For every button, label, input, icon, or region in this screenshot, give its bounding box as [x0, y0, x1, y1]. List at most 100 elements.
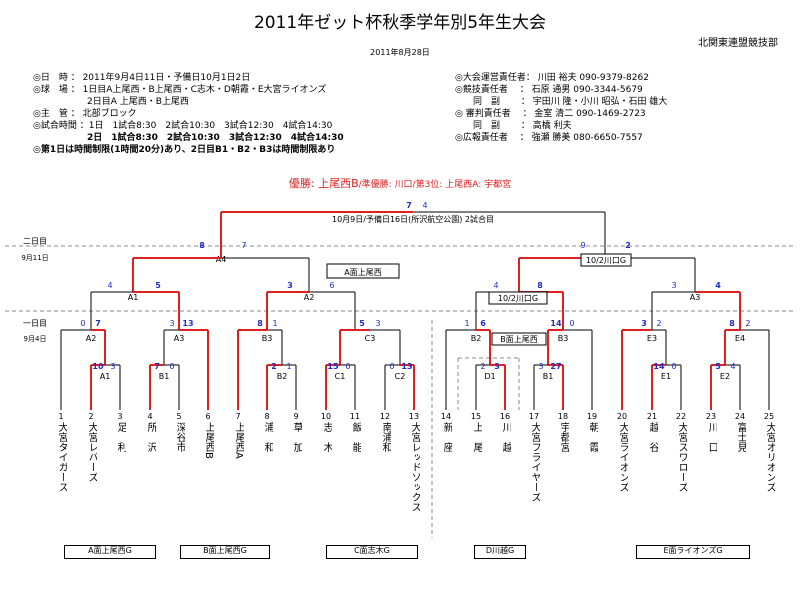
team-number: 11: [349, 412, 361, 421]
team-number: 24: [734, 412, 746, 421]
score-label: 3: [169, 319, 174, 328]
match-label: E2: [720, 372, 730, 381]
champion-main: 優勝: 上尾西B: [288, 177, 359, 190]
score-label: 7: [154, 362, 160, 371]
match-label: A3: [690, 293, 701, 302]
match-label: C1: [335, 372, 346, 381]
field-box: B面上尾西G: [180, 545, 270, 559]
field-box: A面上尾西G: [64, 545, 156, 559]
team-number: 4: [147, 412, 153, 421]
venue-box: [580, 253, 632, 267]
score-label: 9: [580, 241, 585, 250]
team-number: 12: [379, 412, 391, 421]
team-name: 大宮スワローズ: [676, 422, 688, 492]
match-label: A1: [100, 372, 111, 381]
match-label: B1: [159, 372, 170, 381]
team-name: 川 越: [500, 422, 512, 452]
team-number: 10: [320, 412, 332, 421]
score-label: 14: [653, 362, 665, 371]
venue-box: [488, 291, 548, 305]
team-number: 16: [499, 412, 511, 421]
score-label: 0: [345, 362, 350, 371]
match-label: A3: [174, 334, 185, 343]
score-label: 5: [359, 319, 365, 328]
score-label: 3: [641, 319, 647, 328]
day-date: 9月4日: [24, 335, 47, 343]
score-label: 6: [480, 319, 486, 328]
champion-line: 優勝: 上尾西B/準優勝: 川口/第3位: 上尾西A: 宇都宮: [0, 175, 800, 191]
team-number: 2: [88, 412, 94, 421]
match-label: A4: [216, 255, 227, 264]
team-number: 5: [176, 412, 182, 421]
score-label: 4: [422, 201, 427, 210]
match-label: B2: [471, 334, 482, 343]
team-name: 川 口: [706, 422, 718, 452]
info-line: 2日目A 上尾西・B上尾西: [33, 97, 189, 107]
team-name: 大宮レッドソックス: [409, 422, 421, 512]
score-label: 1: [272, 319, 277, 328]
score-label: 2: [656, 319, 661, 328]
team-number: 20: [616, 412, 628, 421]
day-label: 一日目: [23, 319, 47, 328]
venue-box: [491, 332, 547, 346]
match-label: B3: [558, 334, 569, 343]
team-number: 1: [58, 412, 64, 421]
match-label: A2: [86, 334, 97, 343]
match-label: B1: [543, 372, 554, 381]
score-label: 0: [80, 319, 85, 328]
info-line: ◎広報責任者 ： 強瀬 勝美 080-6650-7557: [455, 133, 643, 143]
score-label: 14: [550, 319, 562, 328]
score-label: 3: [538, 362, 543, 371]
team-name: 大宮ライオンズ: [617, 422, 629, 492]
venue-box-label: B面上尾西: [500, 335, 538, 344]
score-label: 4: [730, 362, 735, 371]
team-name: 上 尾: [471, 422, 483, 452]
event-info-left: ◎日 時 ： 2011年9月4日11日・予備日10月1日2日 ◎球 場 ： 1日…: [33, 72, 344, 156]
score-label: 3: [671, 281, 676, 290]
score-label: 13: [401, 362, 412, 371]
team-name: 宇都宮: [558, 422, 570, 452]
score-label: 4: [715, 281, 721, 290]
score-label: 3: [110, 362, 115, 371]
team-name: 朝 霞: [587, 422, 599, 452]
team-name: 大宮オリオンズ: [764, 422, 776, 492]
score-label: 10: [92, 362, 104, 371]
team-name: 越 谷: [647, 422, 659, 452]
team-name: 志 木: [321, 422, 333, 452]
score-label: 1: [464, 319, 469, 328]
venue-box-label: 10/2川口G: [498, 294, 538, 303]
team-name: 浦 和: [262, 422, 274, 452]
score-label: 7: [95, 319, 101, 328]
score-label: 8: [537, 281, 543, 290]
team-number: 15: [470, 412, 482, 421]
team-name: 上尾西B: [203, 422, 215, 459]
info-line: ◎試合時間 ：1日 1試合8:30 2試合10:30 3試合12:30 4試合1…: [33, 121, 333, 131]
match-label: C2: [395, 372, 406, 381]
info-line: 2日 1試合8:30 2試合10:30 3試合12:30 4試合14:30: [33, 133, 344, 143]
score-label: 4: [493, 281, 498, 290]
score-label: 0: [389, 362, 394, 371]
score-label: 2: [480, 362, 485, 371]
score-label: 8: [729, 319, 735, 328]
score-label: 3: [494, 362, 500, 371]
team-number: 7: [235, 412, 241, 421]
team-name: 深谷市: [174, 422, 186, 452]
info-line: ◎競技責任者 ： 石原 通男 090-3344-5679: [455, 85, 643, 95]
match-label: E1: [661, 372, 671, 381]
match-label: B3: [262, 334, 273, 343]
